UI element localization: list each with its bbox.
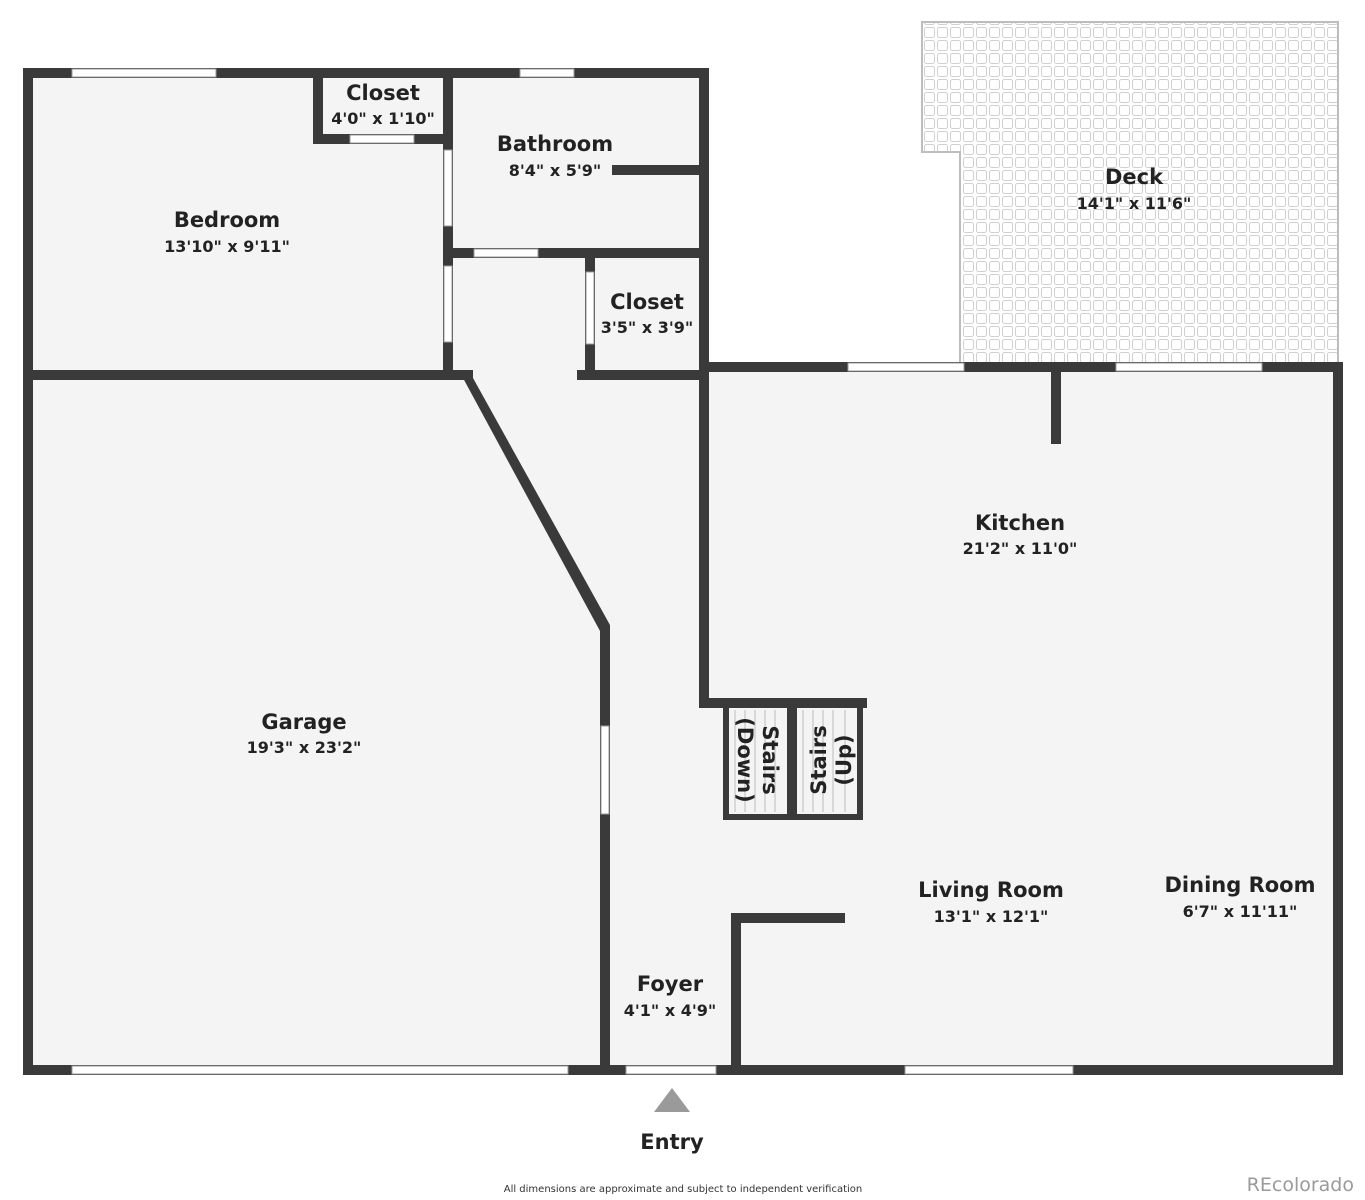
room-label-garage: Garage 19'3" x 23'2" [247,710,362,757]
entry-label: Entry [640,1130,704,1154]
svg-text:4'0" x 1'10": 4'0" x 1'10" [331,109,435,128]
svg-text:Dining Room: Dining Room [1165,873,1316,897]
svg-text:19'3" x 23'2": 19'3" x 23'2" [247,738,362,757]
svg-text:21'2" x 11'0": 21'2" x 11'0" [963,539,1078,558]
svg-text:8'4" x 5'9": 8'4" x 5'9" [509,161,601,180]
svg-text:Living Room: Living Room [918,878,1064,902]
stair-treads [734,710,846,812]
brand-watermark: REcolorado [1247,1174,1354,1196]
svg-text:4'1" x 4'9": 4'1" x 4'9" [624,1001,716,1020]
openings [71,134,1263,1075]
svg-text:Deck: Deck [1105,165,1164,189]
room-label-bathroom: Bathroom 8'4" x 5'9" [497,132,613,180]
room-label-kitchen: Kitchen 21'2" x 11'0" [963,511,1078,558]
room-label-foyer: Foyer 4'1" x 4'9" [624,972,716,1020]
room-label-closet-top: Closet 4'0" x 1'10" [331,81,435,128]
svg-text:14'1" x 11'6": 14'1" x 11'6" [1077,194,1192,213]
svg-text:6'7" x 11'11": 6'7" x 11'11" [1183,902,1298,921]
svg-text:Closet: Closet [610,290,684,314]
svg-text:Bedroom: Bedroom [174,208,280,232]
svg-text:13'10" x 9'11": 13'10" x 9'11" [164,237,290,256]
room-label-stairs-down: Stairs (Down) [733,717,782,802]
entry-marker: Entry [640,1088,704,1154]
svg-text:13'1" x 12'1": 13'1" x 12'1" [934,907,1049,926]
svg-text:Bathroom: Bathroom [497,132,613,156]
svg-text:Garage: Garage [261,710,346,734]
svg-text:Stairs: Stairs [807,725,831,794]
floor-areas [30,75,1336,1070]
room-label-dining-room: Dining Room 6'7" x 11'11" [1165,873,1316,921]
room-label-living-room: Living Room 13'1" x 12'1" [918,878,1064,926]
svg-text:Kitchen: Kitchen [975,511,1065,535]
windows [71,68,1074,1075]
room-label-bedroom: Bedroom 13'10" x 9'11" [164,208,290,256]
svg-text:Stairs: Stairs [758,725,782,794]
disclaimer-text: All dimensions are approximate and subje… [504,1184,863,1195]
room-label-closet-hall: Closet 3'5" x 3'9" [601,290,693,337]
svg-text:(Down): (Down) [733,717,757,802]
svg-text:3'5" x 3'9": 3'5" x 3'9" [601,318,693,337]
room-label-deck: Deck 14'1" x 11'6" [1077,165,1192,213]
entry-arrow-icon [654,1088,690,1112]
svg-text:Closet: Closet [346,81,420,105]
room-label-stairs-up: Stairs (Up) [807,725,856,794]
deck-area [921,21,1339,365]
svg-text:Foyer: Foyer [637,972,704,996]
svg-text:(Up): (Up) [832,734,856,785]
